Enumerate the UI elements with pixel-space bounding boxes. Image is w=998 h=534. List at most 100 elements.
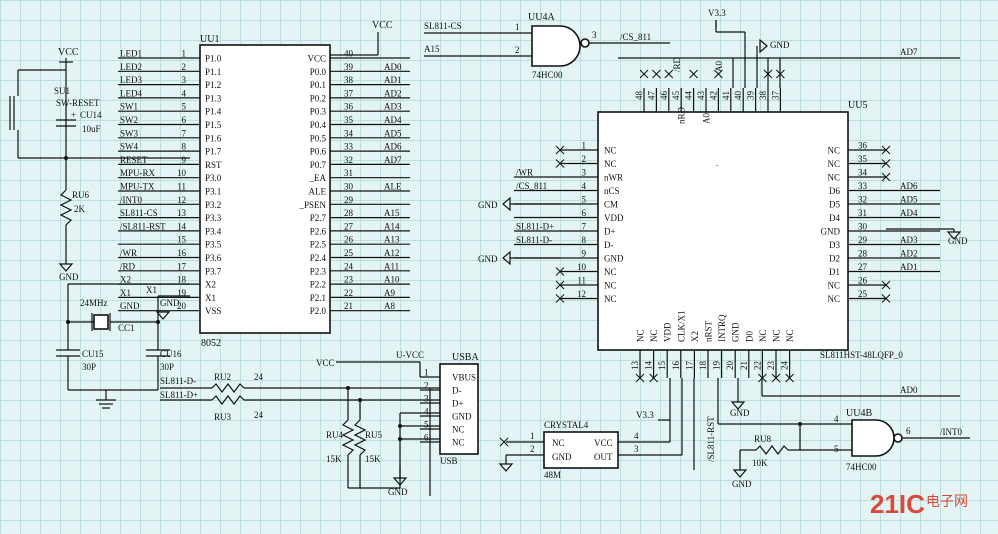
u1-pin-net: AD3 (384, 102, 402, 112)
u1-pin-number: 12 (177, 195, 186, 205)
u4a-in2-net: A15 (424, 44, 440, 54)
u1-pin-name: P3.3 (205, 213, 222, 223)
u4a-pin1: 1 (515, 22, 520, 32)
u1-pin-net: SL811-CS (120, 208, 158, 218)
u5-pin-name: NC (604, 281, 617, 291)
gnd-bottom-label: GND (730, 408, 750, 418)
u1-pin-name: P1.5 (205, 120, 222, 130)
u5-pin-name: nRD (677, 106, 687, 124)
u5-pin-number: 17 (684, 361, 694, 371)
ru6-ref: RU6 (72, 190, 90, 200)
u1-pin-name: RST (205, 160, 222, 170)
u1-pin-net: /SL811-RST (120, 221, 166, 231)
u5-pin-name: NC (636, 329, 646, 342)
reset-circuit: VCC SU1 SW-RESET + CU14 10uF RU6 2K GND (9, 47, 190, 282)
u5-pin-number: 46 (659, 91, 669, 101)
gnd-vss-symbol (155, 311, 171, 320)
u5-pin-net: AD2 (900, 249, 918, 259)
u1-pin-number: 37 (344, 88, 354, 98)
ad7-top-net: AD7 (900, 47, 918, 57)
u5-pin-number: 36 (858, 141, 868, 151)
u1-pin-number: 23 (344, 275, 354, 285)
u5-pin-number: 45 (671, 91, 681, 101)
u1-pin-name: P1.2 (205, 80, 221, 90)
u5-pin-number: 9 (582, 249, 587, 259)
u1-pin-net: LED3 (120, 75, 142, 85)
ru5-val: 15K (365, 454, 381, 464)
u1-pin-net: A14 (384, 221, 400, 231)
u1-pin-name: P0.1 (310, 80, 326, 90)
u5-pin-number: 19 (712, 361, 722, 371)
ru3-ref: RU3 (214, 412, 232, 422)
u5-nc-mark (555, 294, 565, 303)
u1-pin-number: 21 (344, 301, 353, 311)
u5-nc-mark (881, 172, 891, 182)
usb-pin-number: 6 (424, 433, 429, 443)
u1-pin-number: 8 (182, 142, 187, 152)
u1-part: 8052 (201, 338, 221, 349)
usb-part: USB (440, 456, 458, 466)
u5-pin-number: 13 (630, 361, 640, 371)
u5-pin-name: D3 (829, 240, 840, 250)
u1-pin-net: RESET (120, 155, 148, 165)
osc-num-2: 2 (530, 444, 535, 454)
u1-pin-number: 32 (344, 155, 353, 165)
u1-pin-number: 13 (177, 208, 187, 218)
u5-pin-number: 14 (644, 361, 654, 371)
u1-pin-number: 34 (344, 128, 354, 138)
gnd-osc-symbol (498, 463, 514, 472)
u5-pin-number: 37 (770, 91, 780, 101)
u5-pin-name: D1 (829, 267, 840, 277)
u1-pin-number: 38 (344, 75, 354, 85)
nand-gate-u4b: UU4B 74HC00 4 5 6 /INT0 RU8 10K GND (732, 408, 970, 489)
u4a-ref: UU4A (528, 12, 555, 23)
u5-pin-number: 20 (725, 361, 735, 371)
uvcc-net: U-VCC (396, 350, 424, 360)
u1-pin-net: MPU-RX (120, 168, 156, 178)
u5-pin-number: 40 (733, 91, 743, 101)
u5-pin-name: D0 (744, 331, 754, 342)
usb-pin-name: D- (452, 386, 462, 396)
u1-pin-net: AD0 (384, 62, 402, 72)
u4b-pin4: 4 (834, 414, 839, 424)
u1-pin-name: VCC (307, 54, 326, 64)
u1-pin-number: 9 (182, 155, 187, 165)
u5-pin-number: 2 (582, 154, 587, 164)
osc-pin-out: OUT (594, 452, 613, 462)
usb-pin-number: 2 (424, 381, 429, 391)
u1-pin-net: LED2 (120, 62, 142, 72)
u4a-in1-net: SL811-CS (424, 21, 462, 31)
ru8-val: 10K (752, 458, 768, 468)
ru5-ref: RU5 (365, 430, 383, 440)
u1-pin-number: 3 (182, 75, 187, 85)
u5-pin-name: NC (785, 329, 795, 342)
usb-pin-name: NC (452, 425, 465, 435)
v33-osc-label: V3.3 (636, 410, 654, 420)
u5-pin-net: AD6 (900, 181, 918, 191)
usb-pin-name: VBUS (452, 373, 476, 383)
u1-pin-number: 20 (177, 301, 187, 311)
u1-pin-number: 26 (344, 235, 354, 245)
u1-pin-name: P2.5 (310, 240, 327, 250)
u1-pin-number: 29 (344, 195, 354, 205)
vcc-reset-label: VCC (58, 47, 79, 58)
u1-pin-number: 28 (344, 208, 354, 218)
u1-pin-name: P1.1 (205, 67, 221, 77)
u5-pin-name: D5 (829, 200, 840, 210)
u5-pin-name: NC (827, 173, 840, 183)
u5-pin-number: 8 (582, 235, 587, 245)
osc-pin-gnd: GND (552, 452, 572, 462)
osc-num-3: 3 (634, 444, 639, 454)
u1-pin-number: 27 (344, 221, 354, 231)
u4a-part: 74HC00 (532, 70, 563, 80)
u5-pin-number: 5 (582, 195, 587, 205)
u1-pin-net: A12 (384, 248, 400, 258)
u1-pin-number: 17 (177, 261, 187, 271)
u5-pin-number: 33 (858, 181, 868, 191)
u1-pin-net: /WR (120, 248, 137, 258)
u5-pin-number: 7 (582, 222, 587, 232)
u5-pin-number: 22 (752, 361, 762, 370)
